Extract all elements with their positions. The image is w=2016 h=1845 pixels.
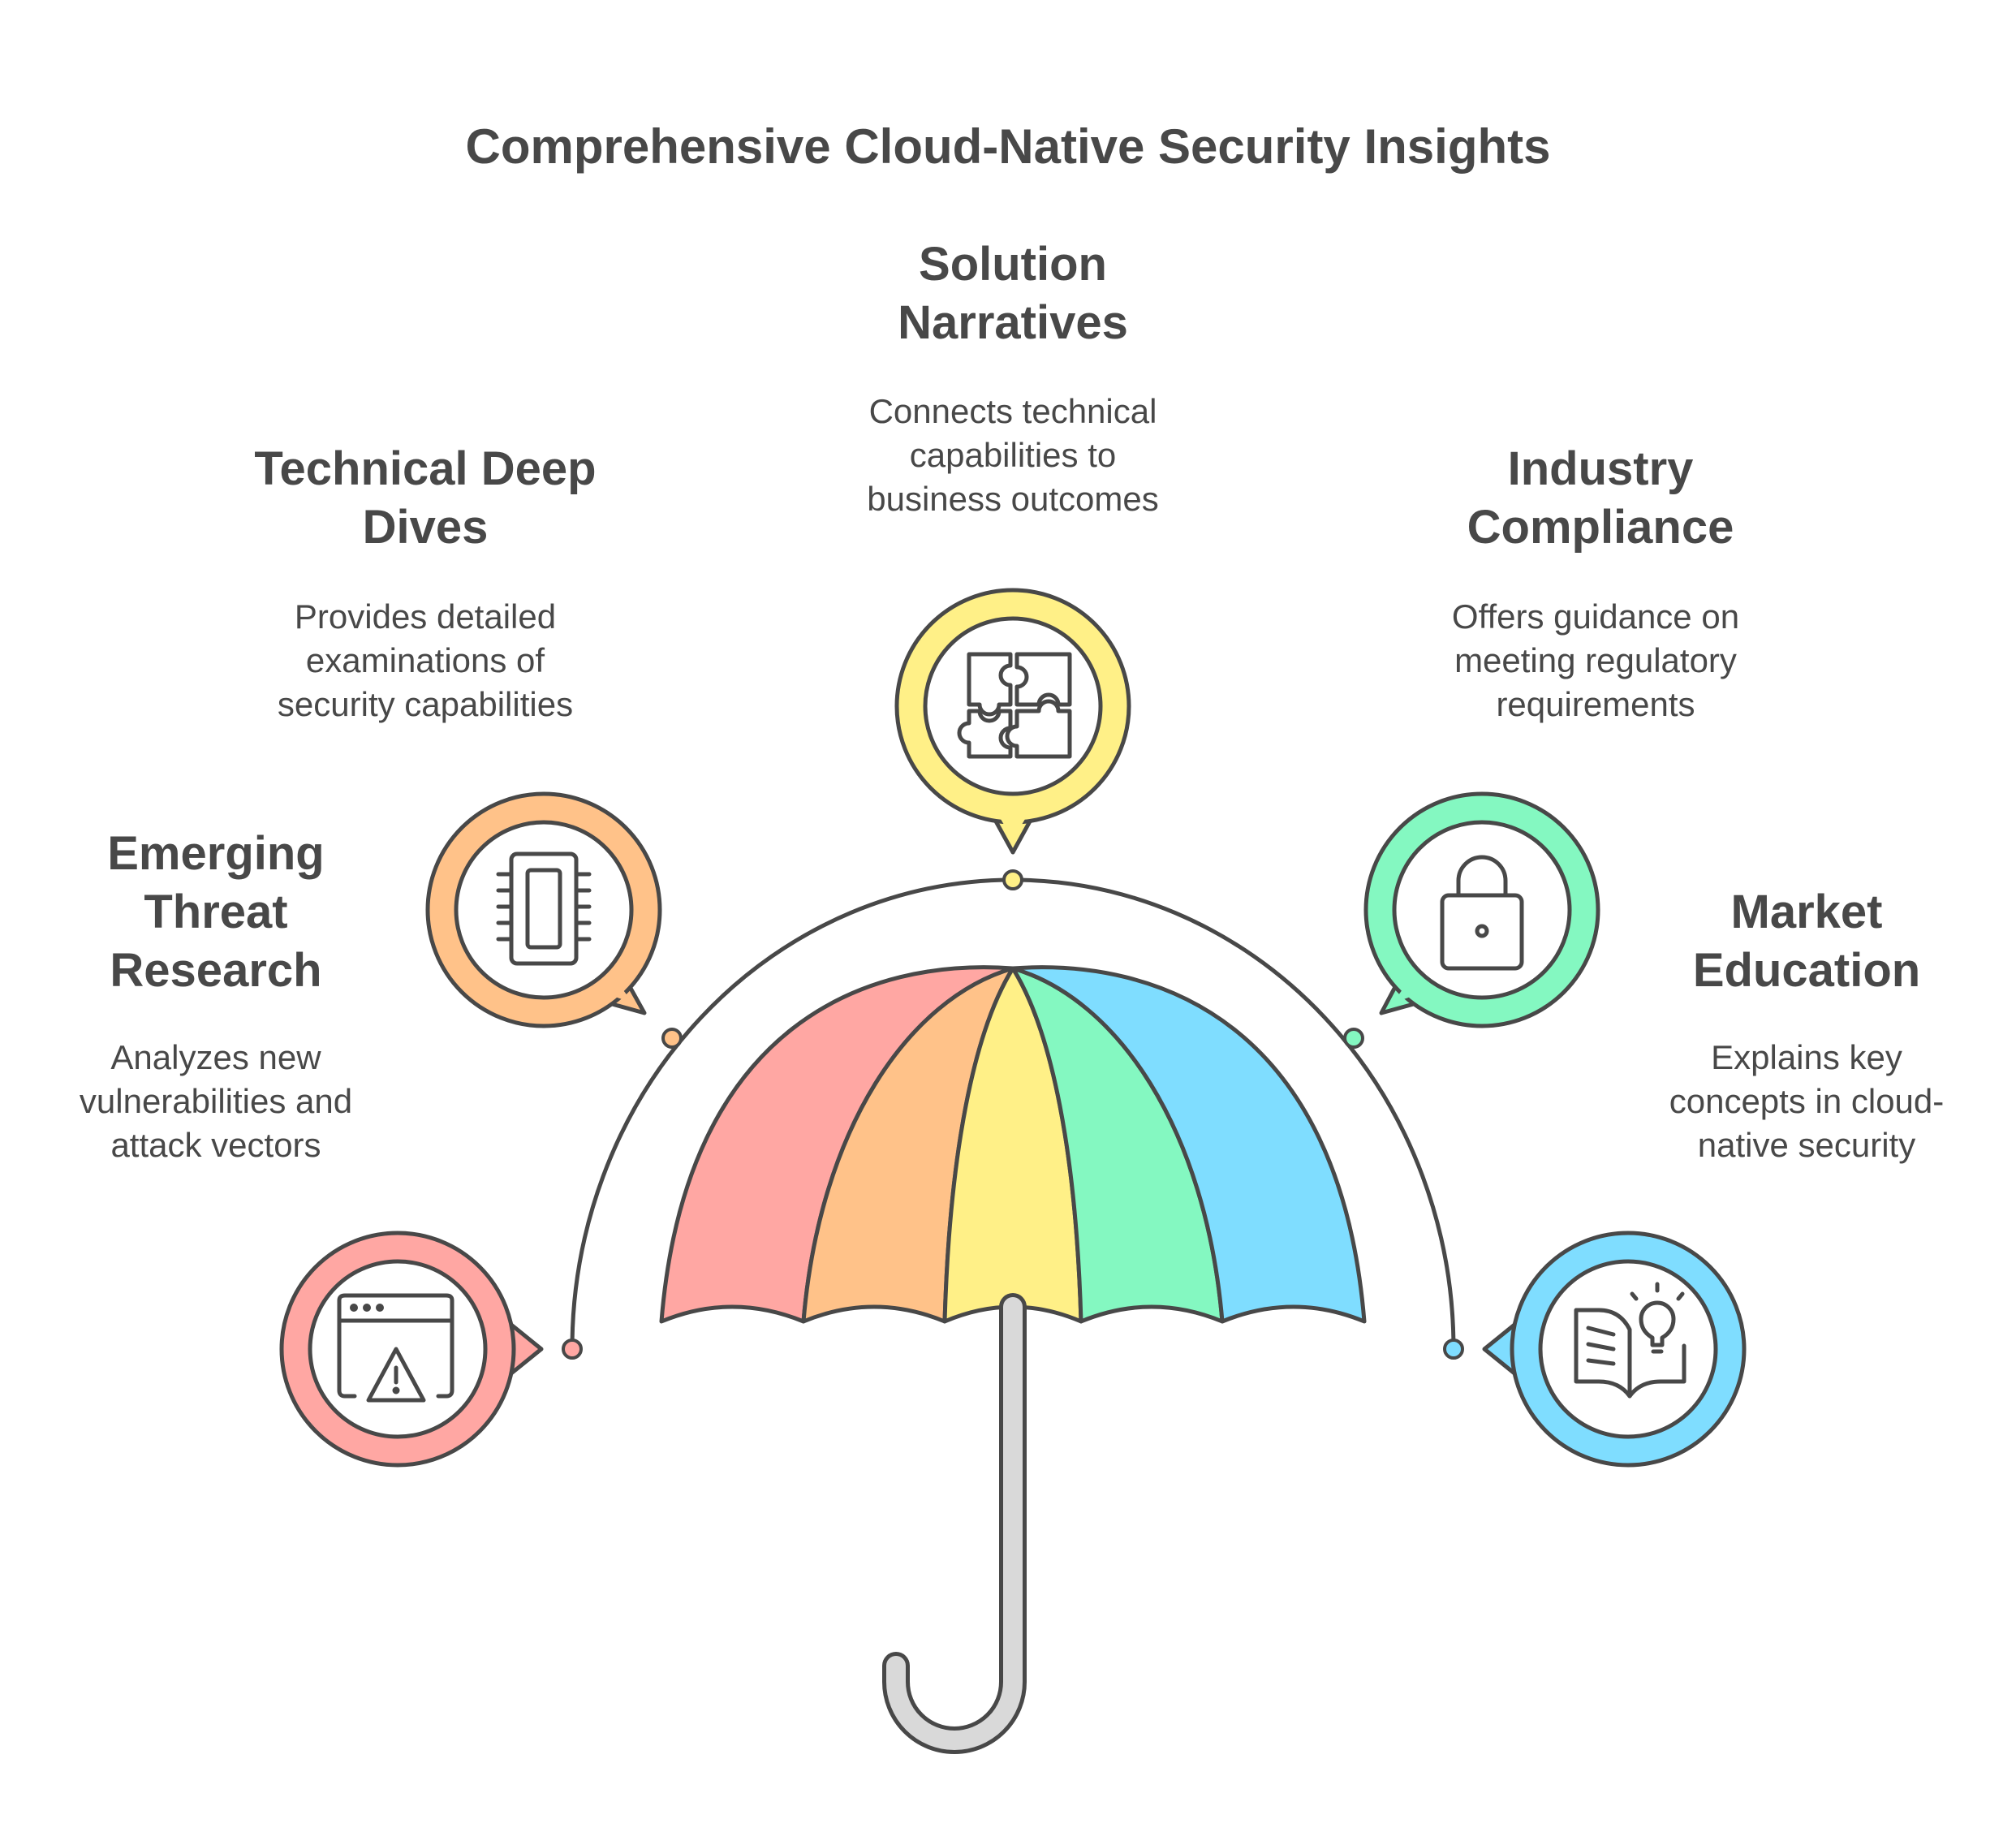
description-line: business outcomes [867, 480, 1159, 518]
description-line: Connects technical [868, 392, 1157, 430]
arc-dot-red [562, 1338, 583, 1360]
item-description-technical-deep-dives: Provides detailed examinations of securi… [239, 595, 612, 726]
arc-dot-green [1343, 1028, 1364, 1049]
heading-line: Research [110, 944, 322, 997]
diagram-title: Comprehensive Cloud-Native Security Insi… [465, 119, 1551, 174]
heading-line: Compliance [1467, 501, 1734, 554]
umbrella-canopy [659, 965, 1367, 1324]
arc-dot-yellow [1002, 869, 1023, 890]
heading-line: Emerging [107, 827, 325, 880]
item-heading-technical-deep-dives: Technical Deep Dives [214, 440, 636, 557]
item-heading-solution-narratives: Solution Narratives [802, 235, 1224, 352]
item-heading-emerging-threat: Emerging Threat Research [5, 825, 427, 1000]
bubble-technical-deep-dives [425, 791, 662, 1028]
description-line: capabilities to [909, 436, 1117, 474]
item-heading-industry-compliance: Industry Compliance [1389, 440, 1811, 557]
heading-line: Education [1692, 944, 1921, 997]
item-description-market-education: Explains key concepts in cloud- native s… [1620, 1036, 1993, 1167]
description-line: concepts in cloud- [1669, 1082, 1945, 1120]
description-line: Analyzes new [110, 1038, 321, 1076]
item-description-solution-narratives: Connects technical capabilities to busin… [826, 390, 1200, 521]
canopy-panel-blue [1010, 965, 1367, 1324]
browser-warning-icon [337, 1293, 454, 1403]
heading-line: Threat [144, 886, 288, 938]
description-line: requirements [1496, 685, 1695, 723]
description-line: meeting regulatory [1454, 641, 1737, 679]
description-line: examinations of [305, 641, 545, 679]
description-line: attack vectors [110, 1126, 321, 1164]
description-line: Offers guidance on [1451, 597, 1740, 636]
padlock-icon [1440, 855, 1524, 971]
heading-line: Solution [919, 238, 1107, 291]
description-line: Provides detailed [294, 597, 557, 636]
microchip-icon [496, 851, 592, 966]
bubble-industry-compliance [1363, 791, 1600, 1028]
item-description-industry-compliance: Offers guidance on meeting regulatory re… [1409, 595, 1782, 726]
bubble-emerging-threat [279, 1231, 544, 1468]
description-line: security capabilities [277, 685, 574, 723]
description-line: vulnerabilities and [79, 1082, 353, 1120]
item-heading-market-education: Market Education [1596, 883, 2016, 1000]
heading-line: Industry [1507, 442, 1694, 495]
heading-line: Market [1730, 886, 1883, 938]
heading-line: Narratives [898, 296, 1128, 349]
heading-line: Technical Deep [254, 442, 597, 495]
bubble-solution-narratives [894, 588, 1131, 855]
umbrella-handle [882, 1293, 1027, 1754]
heading-line: Dives [362, 501, 489, 554]
item-description-emerging-threat: Analyzes new vulnerabilities and attack … [29, 1036, 403, 1167]
description-line: native security [1697, 1126, 1916, 1164]
arc-dot-orange [661, 1028, 683, 1049]
arc-dot-blue [1443, 1338, 1464, 1360]
puzzle-icon [957, 652, 1072, 759]
description-line: Explains key [1711, 1038, 1902, 1076]
book-lightbulb-icon [1574, 1282, 1686, 1399]
